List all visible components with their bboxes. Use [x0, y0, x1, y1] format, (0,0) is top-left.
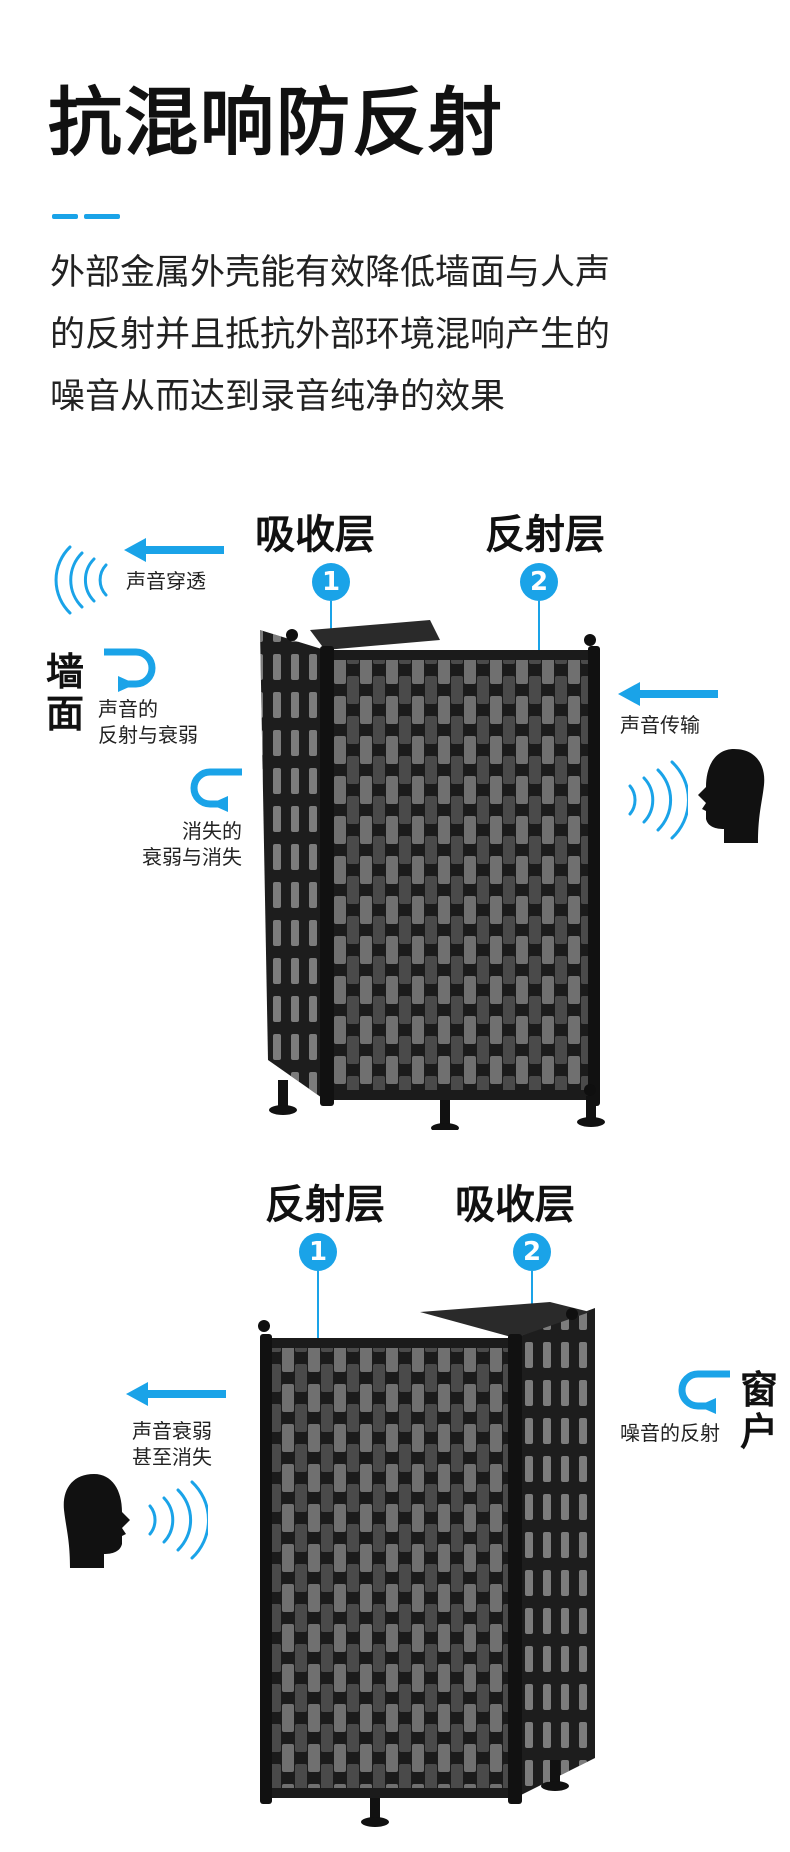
layer-label-absorb: 吸收层 [255, 512, 375, 558]
isolation-shield-image [258, 1302, 595, 1827]
layer-badge-1: 1 [312, 563, 350, 601]
note-wall-reflect: 声音的 反射与衰弱 [98, 696, 198, 748]
description-line: 的反射并且抵抗外部环境混响产生的 [50, 315, 611, 355]
layer-badge-1: 1 [299, 1233, 337, 1271]
note-line: 甚至消失 [132, 1445, 212, 1469]
window-label-char: 户 [740, 1410, 779, 1454]
note-vanish: 消失的 衰弱与消失 [130, 818, 242, 870]
note-noise-reflect: 噪音的反射 [620, 1421, 720, 1445]
u-turn-arrow-icon [190, 768, 242, 812]
leader-line [330, 601, 332, 637]
note-line: 消失的 [182, 819, 242, 843]
layer-label-absorb: 吸收层 [455, 1182, 575, 1228]
description: 外部金属外壳能有效降低墙面与人声 的反射并且抵抗外部环境混响产生的 噪音从而达到… [50, 242, 750, 428]
u-turn-arrow-icon [104, 648, 156, 692]
diagram-wall-side: 吸收层 1 反射层 2 [0, 500, 790, 1140]
u-turn-arrow-icon [678, 1370, 730, 1414]
sound-wave-icon [54, 545, 108, 615]
description-line: 外部金属外壳能有效降低墙面与人声 [50, 253, 611, 293]
arrow-left-icon [126, 1382, 226, 1406]
note-line: 声音的 [98, 697, 158, 721]
speaker-head-icon [698, 749, 765, 843]
note-line: 声音衰弱 [132, 1419, 212, 1443]
title-accent-divider [52, 214, 120, 219]
leader-line [538, 601, 540, 679]
leader-line [317, 1271, 319, 1371]
note-penetration: 声音穿透 [126, 569, 206, 593]
layer-label-reflect: 反射层 [485, 512, 605, 558]
wall-label-char: 墙 [46, 650, 85, 694]
window-label-char: 窗 [740, 1368, 779, 1412]
note-transmission: 声音传输 [620, 713, 700, 737]
page-title: 抗混响防反射 [48, 80, 504, 166]
speaker-head-icon [63, 1474, 130, 1568]
note-line: 衰弱与消失 [142, 845, 242, 869]
description-line: 噪音从而达到录音纯净的效果 [50, 377, 506, 417]
isolation-shield-image [260, 620, 605, 1130]
diagram-window-side: 反射层 1 吸收层 2 [0, 1170, 790, 1840]
wall-label-char: 面 [46, 692, 85, 736]
layer-badge-2: 2 [520, 563, 558, 601]
arrow-left-icon [124, 538, 224, 562]
sound-wave-icon [628, 760, 688, 840]
sound-wave-icon [148, 1480, 208, 1560]
note-line: 反射与衰弱 [98, 723, 198, 747]
arrow-left-icon [618, 682, 718, 706]
layer-label-reflect: 反射层 [265, 1182, 385, 1228]
note-weaken: 声音衰弱 甚至消失 [132, 1418, 212, 1470]
leader-line [531, 1271, 533, 1305]
layer-badge-2: 2 [513, 1233, 551, 1271]
